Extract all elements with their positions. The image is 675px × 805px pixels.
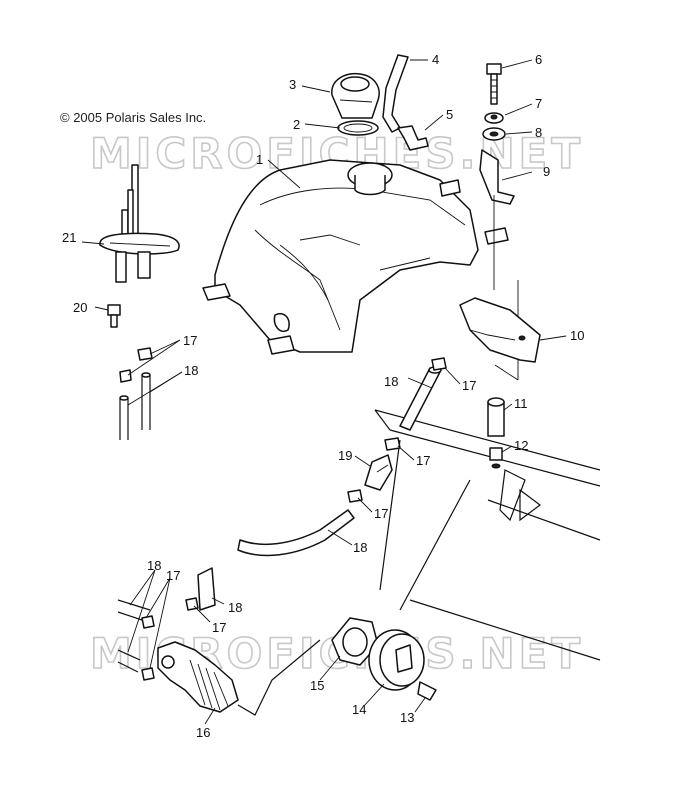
spacer-tube <box>487 397 505 437</box>
left-hoses <box>119 372 151 440</box>
callout-19: 19 <box>338 448 352 463</box>
cover-plate <box>368 629 425 691</box>
callout-18-pump-b: 18 <box>228 600 242 615</box>
fuel-cap <box>331 72 380 119</box>
frame-rails <box>374 409 601 661</box>
callout-4: 4 <box>432 52 439 67</box>
clamp-mid <box>384 437 401 451</box>
clamp-upper <box>431 357 447 371</box>
callout-2: 2 <box>293 117 300 132</box>
fuel-pump <box>157 639 321 716</box>
shutoff-valve <box>99 164 180 283</box>
callout-17-upper: 17 <box>462 378 476 393</box>
spacer-block <box>459 297 541 363</box>
lock-ring <box>331 617 379 666</box>
callout-18-upper: 18 <box>384 374 398 389</box>
callout-18-lower: 18 <box>353 540 367 555</box>
bolt <box>486 63 502 105</box>
callout-3: 3 <box>289 77 296 92</box>
fuel-tank <box>202 159 509 355</box>
callout-labels: 1 2 3 4 5 6 7 8 9 10 11 12 13 14 15 16 1… <box>62 52 584 740</box>
callout-11: 11 <box>514 396 528 411</box>
nut <box>489 447 503 469</box>
callout-18-pump: 18 <box>147 558 161 573</box>
vent-fitting <box>397 125 429 151</box>
callout-5: 5 <box>446 107 453 122</box>
callout-1: 1 <box>256 152 263 167</box>
leader-lines <box>81 59 567 725</box>
callout-18-left: 18 <box>184 363 198 378</box>
screw <box>107 304 121 328</box>
callout-17-mid: 17 <box>416 453 430 468</box>
callout-17-pump-b: 17 <box>212 620 226 635</box>
lower-hoses <box>117 567 216 673</box>
left-clamps <box>119 347 153 383</box>
callout-9: 9 <box>543 164 550 179</box>
center-hose <box>399 366 442 431</box>
callout-12: 12 <box>514 438 528 453</box>
callout-13: 13 <box>400 710 414 725</box>
cap-gasket <box>337 120 379 136</box>
callout-20: 20 <box>73 300 87 315</box>
cover-screw <box>417 681 437 701</box>
callout-7: 7 <box>535 96 542 111</box>
fuel-filter <box>364 454 393 491</box>
copyright-notice: © 2005 Polaris Sales Inc. <box>60 110 207 125</box>
callout-10: 10 <box>570 328 584 343</box>
long-hose <box>237 509 355 557</box>
callout-6: 6 <box>535 52 542 67</box>
callout-17-pump: 17 <box>166 568 180 583</box>
callout-17-lower: 17 <box>374 506 388 521</box>
callout-21: 21 <box>62 230 76 245</box>
vent-hose <box>382 54 409 133</box>
callout-16: 16 <box>196 725 210 740</box>
callout-14: 14 <box>352 702 366 717</box>
washer <box>484 112 504 124</box>
callout-17-left: 17 <box>183 333 197 348</box>
callout-8: 8 <box>535 125 542 140</box>
callout-15: 15 <box>310 678 324 693</box>
flat-washer <box>482 127 506 141</box>
